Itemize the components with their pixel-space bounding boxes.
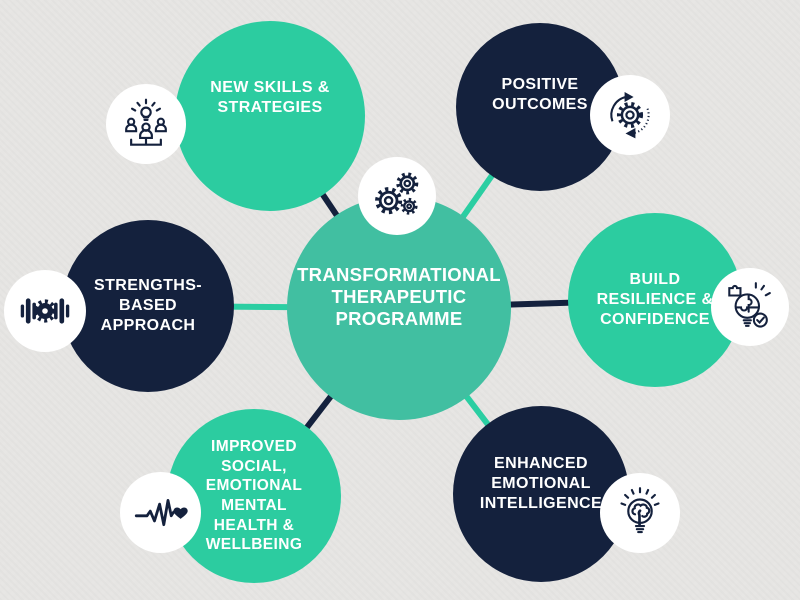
- node-new-skills-label: NEW SKILLS &STRATEGIES: [210, 78, 330, 116]
- node-build-resilience-icon-badge: [711, 268, 789, 346]
- brain-bulb-icon: [620, 487, 660, 534]
- node-new-skills-icon-badge: [106, 84, 186, 164]
- node-enhanced-ei-icon-badge: [600, 473, 680, 553]
- node-strengths-based-icon-badge: [4, 270, 86, 352]
- team-idea-icon: [125, 98, 167, 146]
- puzzle-bulb-check-icon: [728, 282, 771, 328]
- gears-icon: [375, 172, 419, 215]
- node-improved-wellbeing-icon-badge: [120, 472, 201, 553]
- gear-cycle-icon: [610, 92, 650, 139]
- dumbbell-gear-icon: [20, 298, 70, 324]
- heartbeat-heart-icon: [134, 498, 188, 526]
- node-centre-icon-badge: [358, 157, 436, 235]
- node-new-skills-circle: NEW SKILLS &STRATEGIES: [175, 21, 365, 211]
- node-positive-outcomes-icon-badge: [590, 75, 670, 155]
